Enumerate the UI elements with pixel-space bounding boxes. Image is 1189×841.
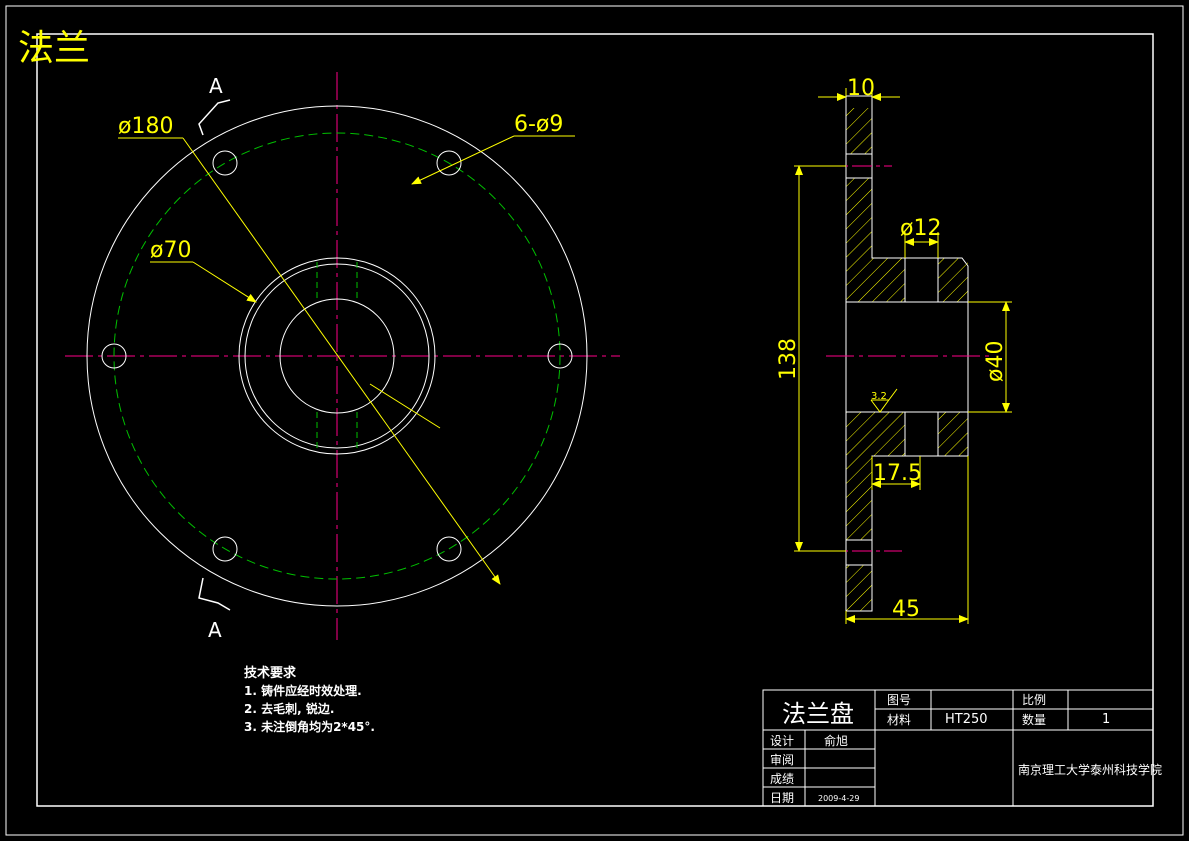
dim-text-hub-diameter: ø12 [900, 216, 941, 241]
bolt-hole [101, 343, 127, 369]
title-block [762, 689, 1154, 807]
bolt-hole [436, 150, 462, 176]
section-mark-top [198, 99, 231, 136]
bolt-hole [212, 150, 238, 176]
outer-flange-circle [86, 105, 588, 607]
dim-line-holes [411, 135, 515, 185]
dim-text-bore-height: 138 [776, 338, 801, 380]
bolt-pitch-circle [113, 132, 561, 580]
material-label: 材料 [887, 713, 911, 727]
scale-label: 比例 [1022, 693, 1046, 707]
hub-outer-circle [238, 257, 436, 455]
dim-text-holes: 6-ø9 [514, 112, 563, 137]
section-hatch [846, 412, 905, 540]
section-hatch [846, 108, 872, 154]
section-hatch [938, 258, 968, 302]
institution-name: 南京理工大学泰州科技学院 [1018, 762, 1162, 777]
hidden-slots [316, 262, 358, 452]
front-view: A A ø180 ø70 6-ø9 [65, 72, 620, 642]
tech-requirements: 技术要求 1. 铸件应经时效处理. 2. 去毛刺, 锐边. 3. 未注倒角均为2… [244, 665, 375, 734]
bolt-hole [212, 536, 238, 562]
section-label-top: A [209, 74, 223, 98]
dim-text-outer-diameter: ø180 [118, 114, 173, 139]
section-hatch [938, 412, 968, 456]
section-label-bottom: A [208, 618, 222, 642]
dim-line-outer-diameter [182, 137, 501, 585]
dim-text-hub-offset: 17.5 [873, 461, 922, 486]
tech-requirements-heading: 技术要求 [244, 665, 297, 681]
date-label: 日期 [770, 791, 794, 805]
dim-line-center-diameter-2 [369, 383, 441, 429]
grade-label: 成绩 [770, 772, 794, 786]
side-view: 10 ø12 138 ø40 17.5 45 3.2 [776, 76, 1012, 624]
title-block-text: 法兰盘 图号 材料 HT250 比例 数量 1 设计 俞旭 审阅 成绩 日期 2… [770, 693, 1162, 805]
drawing-no-label: 图号 [887, 693, 911, 707]
date-value: 2009-4-29 [818, 794, 859, 803]
bolt-hole [436, 536, 462, 562]
part-name: 法兰盘 [782, 700, 854, 728]
dim-text-bore-diameter: ø40 [983, 341, 1008, 382]
tech-requirement-item: 2. 去毛刺, 锐边. [244, 701, 334, 716]
roughness-value: 3.2 [871, 391, 887, 402]
roughness-symbol [870, 388, 898, 413]
designer-name: 俞旭 [824, 733, 848, 748]
section-mark-bottom [198, 577, 231, 611]
section-hatch [846, 565, 872, 611]
bolt-hole [547, 343, 573, 369]
drawing-title: 法兰 [18, 28, 90, 69]
outer-border [5, 5, 1184, 836]
hub-chamfer-circle [244, 263, 430, 449]
dim-text-flange-thickness: 10 [847, 76, 875, 101]
dim-text-center-diameter: ø70 [150, 238, 191, 263]
tech-requirement-item: 3. 未注倒角均为2*45°. [244, 719, 375, 734]
dim-line-center-diameter [192, 261, 257, 303]
dim-text-total-length: 45 [892, 597, 920, 622]
design-label: 设计 [770, 734, 794, 748]
quantity-value: 1 [1102, 712, 1110, 727]
section-hatch [846, 178, 905, 302]
quantity-label: 数量 [1022, 712, 1046, 727]
material-value: HT250 [945, 712, 988, 727]
tech-requirement-item: 1. 铸件应经时效处理. [244, 683, 362, 698]
review-label: 审阅 [770, 752, 794, 767]
bore-circle [279, 298, 395, 414]
inner-border [36, 33, 1154, 807]
